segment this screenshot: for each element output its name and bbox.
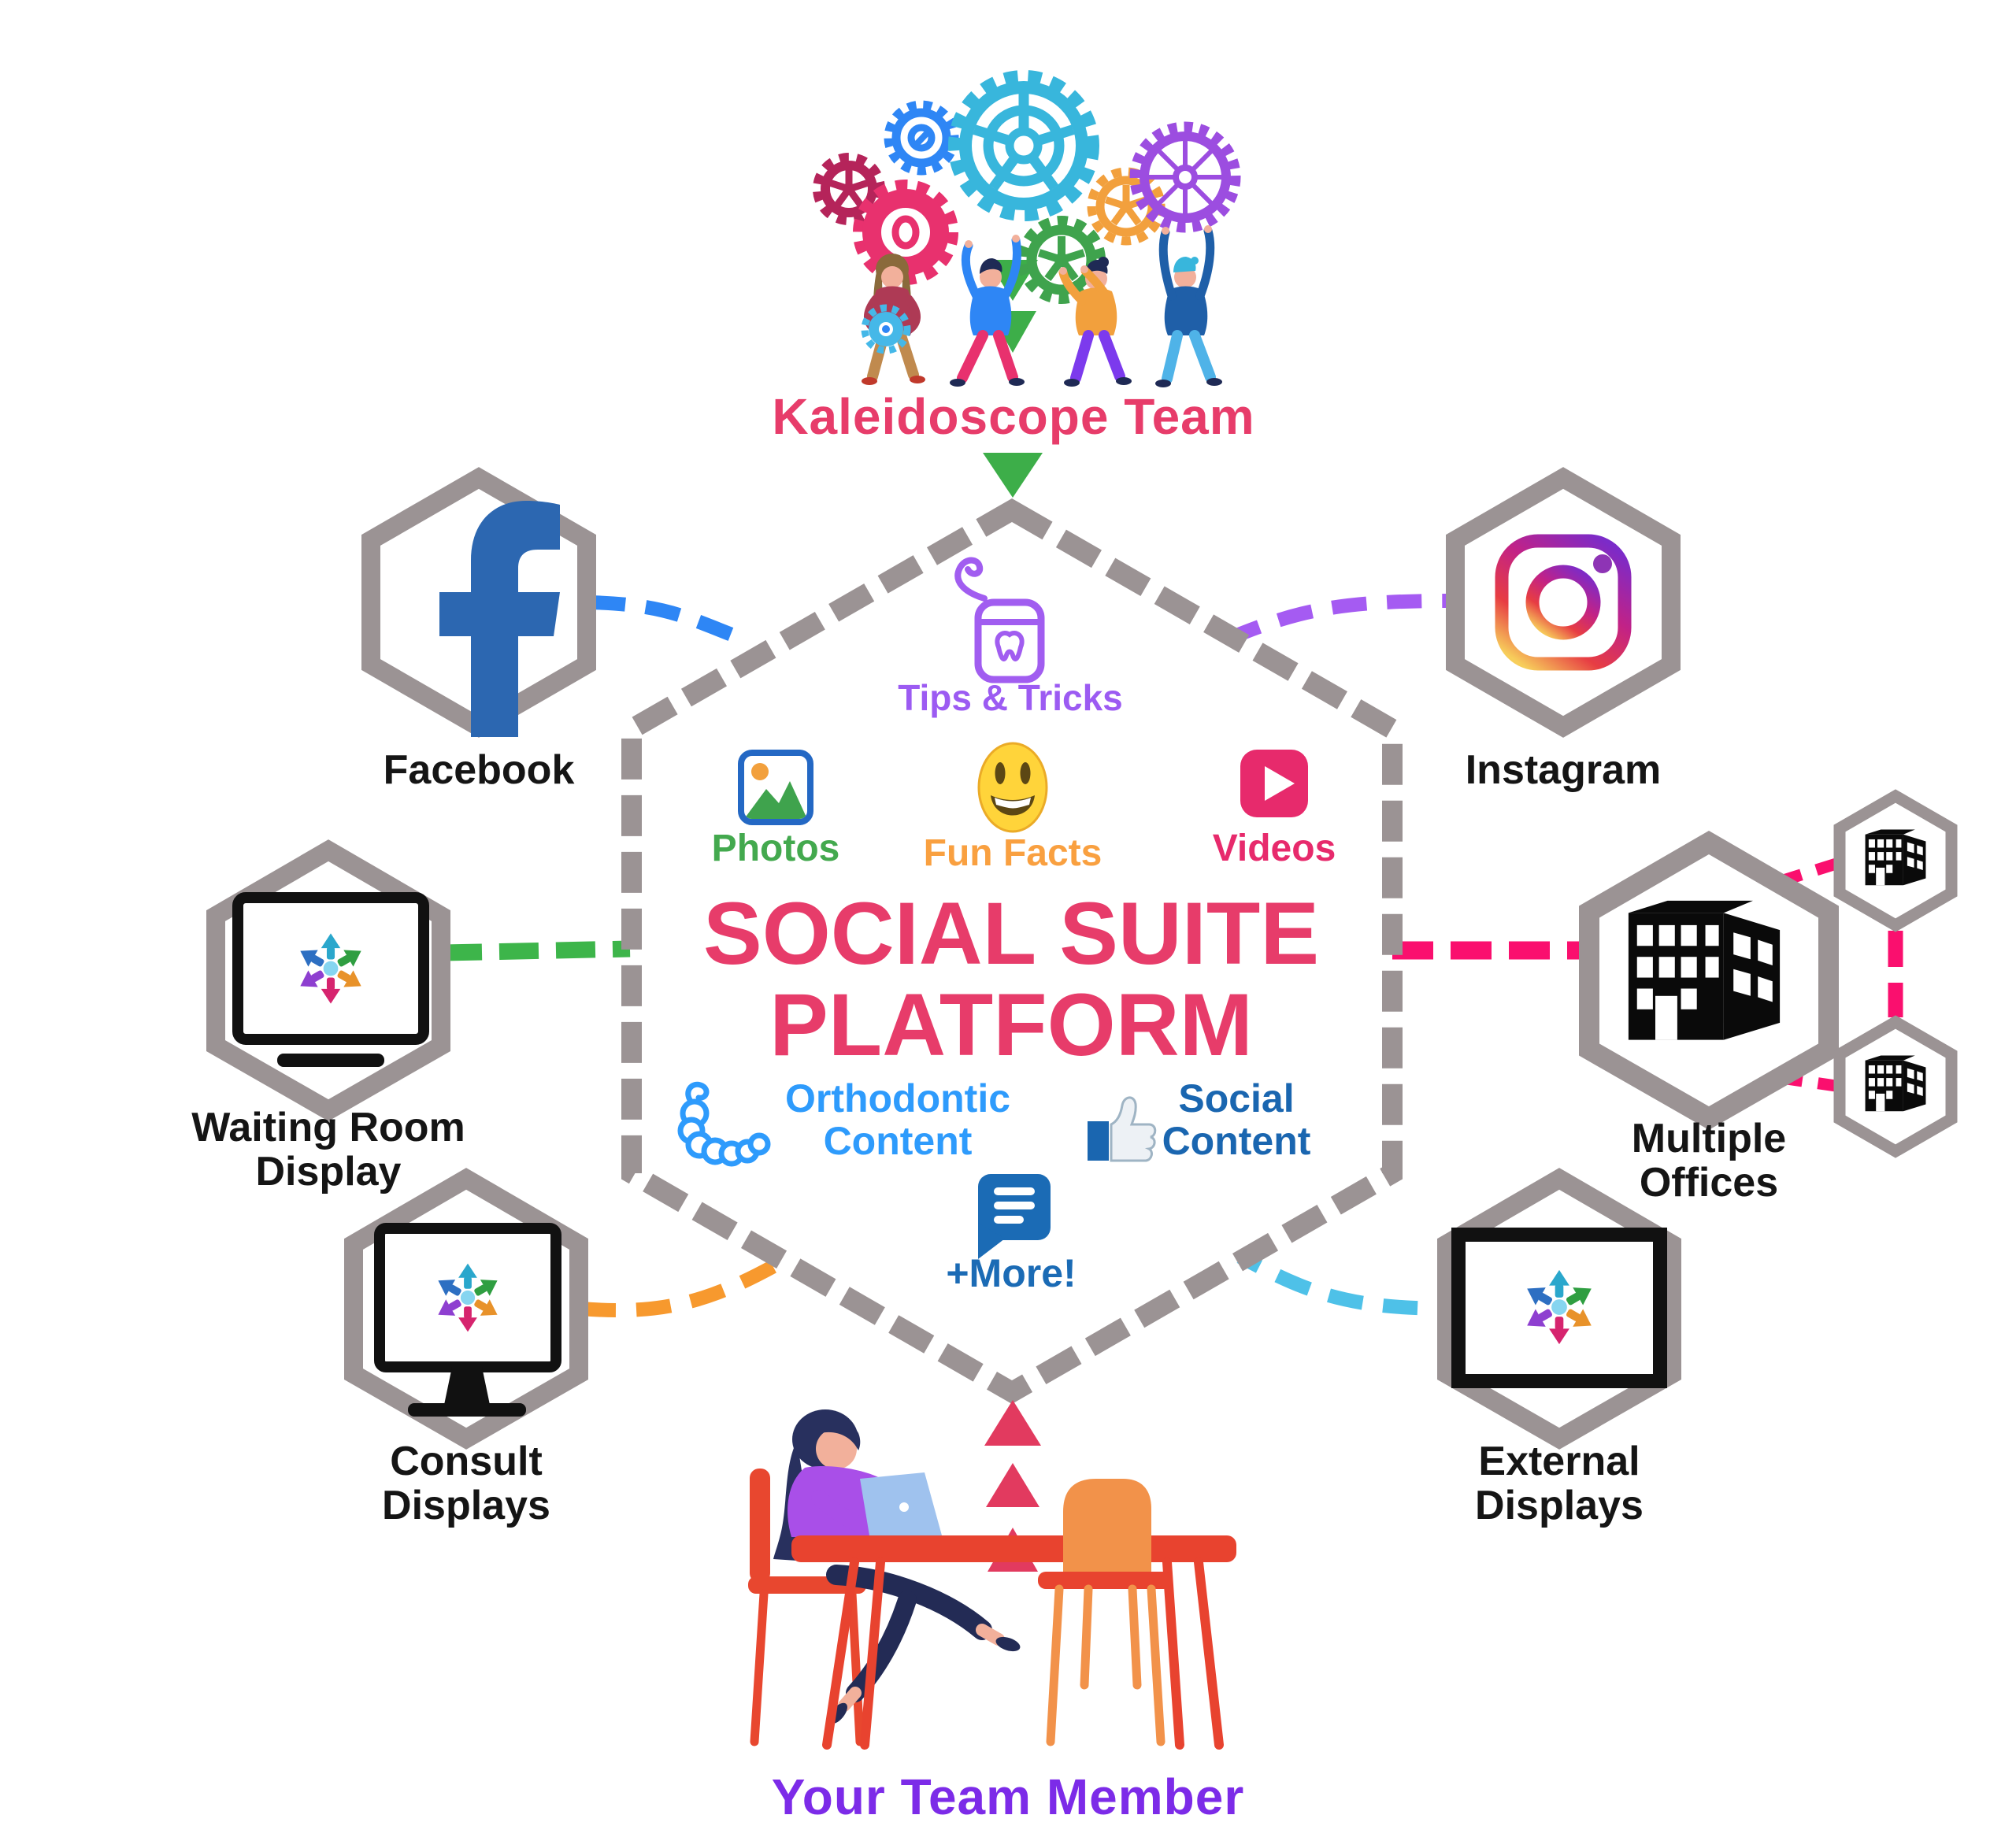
center-hexagon <box>621 498 1403 1404</box>
consult-connector <box>580 1241 811 1317</box>
person-illustration <box>950 235 1025 387</box>
consult-monitor-icon <box>374 1223 561 1417</box>
waiting-room-label: Waiting Room Display <box>191 1105 465 1195</box>
facebook-f-icon <box>439 501 560 737</box>
gear-icon <box>948 70 1099 221</box>
orthodontic-content-label: Orthodontic Content <box>784 1076 1011 1163</box>
instagram-label: Instagram <box>1465 747 1662 793</box>
person-illustration <box>861 254 925 385</box>
multiple-offices-label: Multiple Offices <box>1631 1116 1787 1206</box>
gear-icon <box>1129 121 1241 233</box>
waiting-room-tv-icon <box>232 892 429 1067</box>
smiley-icon <box>977 742 1048 833</box>
kaleidoscope-team-label: Kaleidoscope Team <box>772 388 1255 445</box>
videos-label: Videos <box>1212 828 1336 869</box>
external-displays-label: External Displays <box>1475 1439 1644 1529</box>
platform-title-line1: SOCIAL SUITE <box>702 884 1320 983</box>
facebook-label: Facebook <box>383 747 575 793</box>
external-display-icon <box>1451 1228 1667 1388</box>
fun-facts-label: Fun Facts <box>923 832 1102 874</box>
woman-illustration <box>773 1409 1021 1724</box>
aligner-icon <box>677 1081 771 1167</box>
photos-label: Photos <box>711 828 840 869</box>
your-team-member-label: Your Team Member <box>771 1769 1245 1825</box>
thumbs-up-icon <box>1088 1096 1157 1162</box>
gear-icon <box>861 304 911 354</box>
waiting-room-connector <box>442 940 631 961</box>
video-play-icon <box>1240 750 1308 817</box>
team-member-illustration <box>748 1409 1236 1750</box>
more-label: +More! <box>946 1251 1077 1295</box>
chair <box>1038 1479 1172 1746</box>
gear-icon <box>884 100 959 176</box>
external-connector <box>1225 1244 1455 1316</box>
consult-displays-label: Consult Displays <box>382 1439 550 1529</box>
person-illustration <box>1155 225 1222 387</box>
social-content-label: Social Content <box>1162 1076 1311 1163</box>
team-illustration <box>813 70 1241 387</box>
dental-floss-icon <box>954 557 1045 683</box>
photo-icon <box>738 750 813 825</box>
facebook-connector <box>590 595 751 648</box>
tips-tricks-label: Tips & Tricks <box>898 677 1123 718</box>
person-illustration <box>1058 257 1132 387</box>
gear-icon <box>1017 216 1106 304</box>
instagram-hexagon <box>1446 467 1681 738</box>
platform-title-line2: PLATFORM <box>769 976 1253 1074</box>
chair <box>748 1469 866 1746</box>
chat-bubble-icon <box>978 1174 1051 1259</box>
instagram-connector <box>1224 594 1454 646</box>
instagram-icon <box>1495 534 1632 671</box>
